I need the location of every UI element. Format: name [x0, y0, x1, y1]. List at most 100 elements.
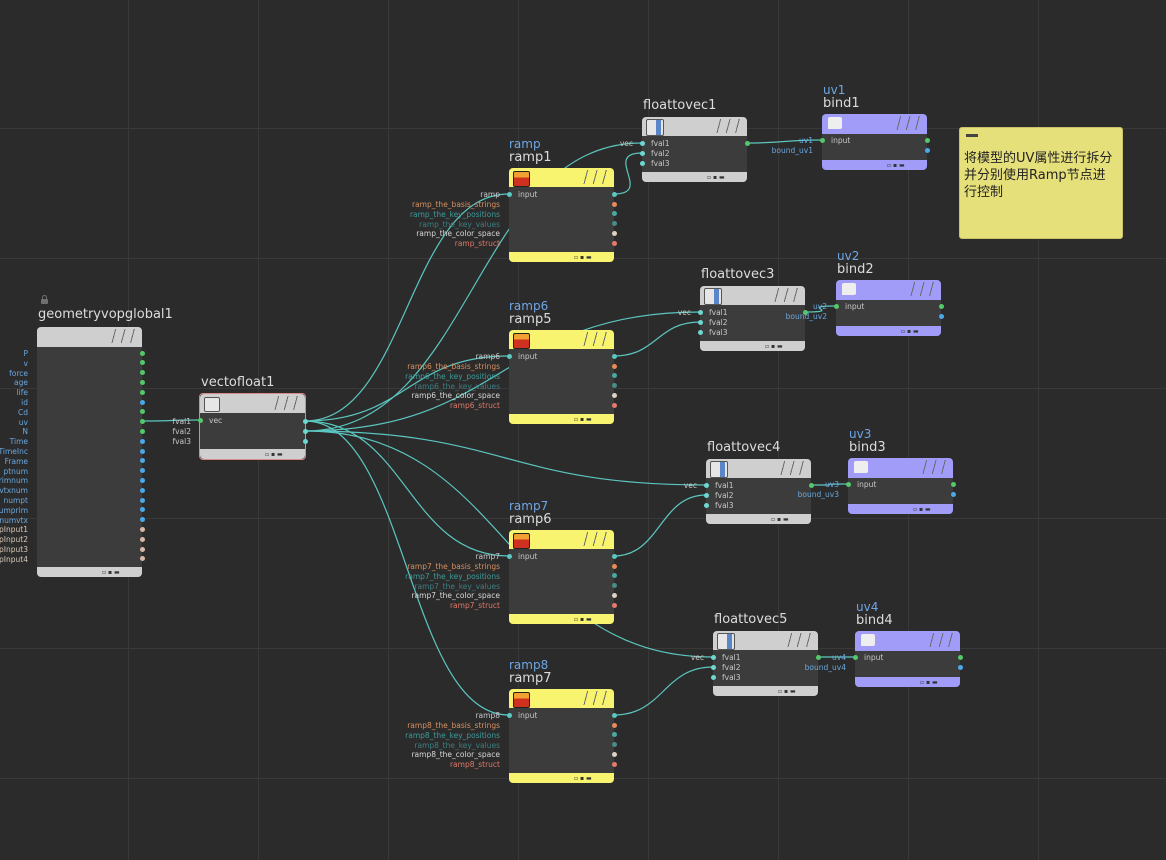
output-port-uv3[interactable] — [950, 481, 956, 487]
node-flag-icons[interactable]: ▫ ▪ ▬ — [574, 416, 592, 423]
input-port-input[interactable] — [506, 353, 512, 359]
output-port-param-0[interactable] — [611, 201, 617, 207]
output-port-param-4[interactable] — [611, 240, 617, 246]
connection-wire[interactable] — [141, 419, 201, 422]
connection-wire[interactable] — [613, 321, 701, 357]
node-footer[interactable]: ▫ ▪ ▬ — [509, 414, 614, 424]
node-flag-icons[interactable]: ▫ ▪ ▬ — [574, 254, 592, 261]
input-port-vec[interactable] — [197, 417, 203, 423]
output-port-9[interactable] — [139, 438, 145, 444]
output-port-17[interactable] — [139, 517, 145, 523]
node-flag-icons[interactable]: ▫ ▪ ▬ — [901, 328, 919, 335]
output-port-19[interactable] — [139, 536, 145, 542]
input-port-input[interactable] — [506, 712, 512, 718]
output-port-param-1[interactable] — [611, 732, 617, 738]
node-flag-icons[interactable]: ▫ ▪ ▬ — [778, 688, 796, 695]
input-port-fval1[interactable] — [703, 482, 709, 488]
output-port-14[interactable] — [139, 487, 145, 493]
output-port-10[interactable] — [139, 448, 145, 454]
output-port-param-0[interactable] — [611, 363, 617, 369]
input-port-input[interactable] — [506, 553, 512, 559]
node-flag-icons[interactable]: ▫ ▪ ▬ — [265, 451, 283, 458]
input-port-fval3[interactable] — [639, 160, 645, 166]
output-port-13[interactable] — [139, 477, 145, 483]
input-port-fval3[interactable] — [697, 329, 703, 335]
connection-wire[interactable] — [304, 420, 510, 557]
output-port-param-2[interactable] — [611, 742, 617, 748]
node-flag-icons[interactable]: ▫ ▪ ▬ — [771, 516, 789, 523]
output-port-3[interactable] — [139, 379, 145, 385]
node-header[interactable] — [509, 689, 614, 708]
output-port-12[interactable] — [139, 468, 145, 474]
node-flag-icons[interactable]: ▫ ▪ ▬ — [102, 569, 120, 576]
node-footer[interactable]: ▫ ▪ ▬ — [200, 449, 305, 459]
connection-wire[interactable] — [613, 152, 643, 195]
node-header[interactable] — [509, 530, 614, 549]
input-port-input[interactable] — [852, 654, 858, 660]
input-port-fval2[interactable] — [697, 319, 703, 325]
output-port-4[interactable] — [139, 389, 145, 395]
output-port-param-1[interactable] — [611, 573, 617, 579]
input-port-fval3[interactable] — [703, 502, 709, 508]
output-port-vec[interactable] — [808, 482, 814, 488]
input-port-fval2[interactable] — [703, 492, 709, 498]
output-port-fval3[interactable] — [302, 438, 308, 444]
output-port-fval1[interactable] — [302, 418, 308, 424]
output-port-bound_uv4[interactable] — [957, 664, 963, 670]
input-port-fval2[interactable] — [710, 664, 716, 670]
output-port-param-2[interactable] — [611, 221, 617, 227]
output-port-bound_uv1[interactable] — [924, 147, 930, 153]
output-port-ramp[interactable] — [611, 712, 617, 718]
node-footer[interactable]: ▫ ▪ ▬ — [706, 514, 811, 524]
input-port-input[interactable] — [506, 191, 512, 197]
output-port-5[interactable] — [139, 399, 145, 405]
output-port-vec[interactable] — [744, 140, 750, 146]
output-port-param-0[interactable] — [611, 722, 617, 728]
node-flag-icons[interactable]: ▫ ▪ ▬ — [707, 174, 725, 181]
output-port-ramp[interactable] — [611, 553, 617, 559]
sticky-note[interactable]: 将模型的UV属性进行拆分并分别使用Ramp节点进行控制 — [959, 127, 1123, 239]
output-port-param-4[interactable] — [611, 761, 617, 767]
output-port-20[interactable] — [139, 546, 145, 552]
output-port-bound_uv3[interactable] — [950, 491, 956, 497]
input-port-fval1[interactable] — [697, 309, 703, 315]
sticky-note-collapse-icon[interactable] — [966, 134, 978, 137]
output-port-param-2[interactable] — [611, 383, 617, 389]
output-port-7[interactable] — [139, 419, 145, 425]
node-flag-icons[interactable]: ▫ ▪ ▬ — [913, 506, 931, 513]
output-port-0[interactable] — [139, 350, 145, 356]
input-port-fval2[interactable] — [639, 150, 645, 156]
output-port-vec[interactable] — [815, 654, 821, 660]
output-port-16[interactable] — [139, 507, 145, 513]
node-header[interactable] — [200, 394, 305, 413]
output-port-2[interactable] — [139, 370, 145, 376]
node-flag-icons[interactable]: ▫ ▪ ▬ — [574, 616, 592, 623]
node-header[interactable] — [706, 459, 811, 478]
node-header[interactable] — [509, 330, 614, 349]
node-header[interactable] — [855, 631, 960, 651]
output-port-18[interactable] — [139, 526, 145, 532]
output-port-vec[interactable] — [802, 309, 808, 315]
node-header[interactable] — [509, 168, 614, 187]
output-port-8[interactable] — [139, 428, 145, 434]
node-footer[interactable]: ▫ ▪ ▬ — [509, 614, 614, 624]
input-port-input[interactable] — [833, 303, 839, 309]
node-header[interactable] — [700, 286, 805, 305]
node-header[interactable] — [822, 114, 927, 134]
input-port-fval1[interactable] — [710, 654, 716, 660]
node-footer[interactable]: ▫ ▪ ▬ — [855, 677, 960, 687]
node-footer[interactable]: ▫ ▪ ▬ — [822, 160, 927, 170]
node-header[interactable] — [713, 631, 818, 650]
node-header[interactable] — [836, 280, 941, 300]
node-footer[interactable]: ▫ ▪ ▬ — [642, 172, 747, 182]
node-footer[interactable]: ▫ ▪ ▬ — [37, 567, 142, 577]
output-port-param-3[interactable] — [611, 592, 617, 598]
connection-wire[interactable] — [613, 494, 707, 557]
output-port-param-4[interactable] — [611, 602, 617, 608]
connection-wire[interactable] — [613, 666, 714, 716]
sticky-note-text[interactable]: 将模型的UV属性进行拆分并分别使用Ramp节点进行控制 — [964, 151, 1113, 200]
output-port-11[interactable] — [139, 458, 145, 464]
output-port-uv4[interactable] — [957, 654, 963, 660]
node-footer[interactable]: ▫ ▪ ▬ — [713, 686, 818, 696]
node-footer[interactable]: ▫ ▪ ▬ — [509, 773, 614, 783]
